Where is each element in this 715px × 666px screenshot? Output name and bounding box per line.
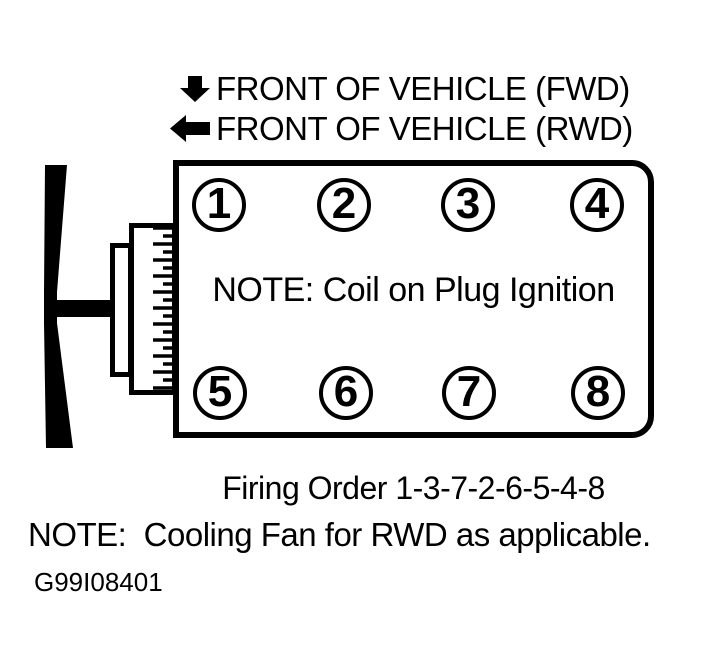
cylinder-3: 3 xyxy=(441,178,495,232)
cylinder-1-number: 1 xyxy=(206,179,232,228)
fan-blade-hub xyxy=(44,288,57,325)
arrow-left-icon xyxy=(170,115,210,142)
cylinder-5-number: 5 xyxy=(207,367,233,416)
fan-blade-top xyxy=(44,165,67,292)
cylinder-7: 7 xyxy=(442,366,496,420)
fan-hub-plate xyxy=(110,243,133,377)
cylinder-8: 8 xyxy=(571,366,625,420)
cylinder-3-number: 3 xyxy=(455,179,481,228)
rwd-direction-label: FRONT OF VEHICLE (RWD) xyxy=(216,110,633,147)
cylinder-6: 6 xyxy=(319,366,373,420)
fan-shaft xyxy=(53,300,115,317)
cylinder-1: 1 xyxy=(192,178,246,232)
pulley-ribs xyxy=(153,226,176,390)
figure-code: G99I08401 xyxy=(34,567,163,597)
cylinder-6-number: 6 xyxy=(333,367,359,416)
coil-on-plug-note: NOTE: Coil on Plug Ignition xyxy=(212,271,615,309)
cooling-fan-icon xyxy=(44,165,177,448)
fwd-direction-row: FRONT OF VEHICLE (FWD) xyxy=(180,72,630,105)
arrow-down-icon xyxy=(180,75,210,102)
cylinder-8-number: 8 xyxy=(585,367,611,416)
firing-order-caption: Firing Order 1-3-7-2-6-5-4-8 xyxy=(222,470,605,506)
cylinder-4-number: 4 xyxy=(584,179,610,228)
cylinder-4: 4 xyxy=(570,178,624,232)
cylinder-7-number: 7 xyxy=(456,367,482,416)
fwd-direction-label: FRONT OF VEHICLE (FWD) xyxy=(216,70,630,107)
rwd-direction-row: FRONT OF VEHICLE (RWD) xyxy=(170,112,633,145)
fan-blade-bottom xyxy=(44,323,73,448)
cylinder-2-number: 2 xyxy=(331,179,357,228)
cylinder-5: 5 xyxy=(193,366,247,420)
cooling-fan-note: NOTE: Cooling Fan for RWD as applicable. xyxy=(28,516,651,553)
cylinder-2: 2 xyxy=(317,178,371,232)
